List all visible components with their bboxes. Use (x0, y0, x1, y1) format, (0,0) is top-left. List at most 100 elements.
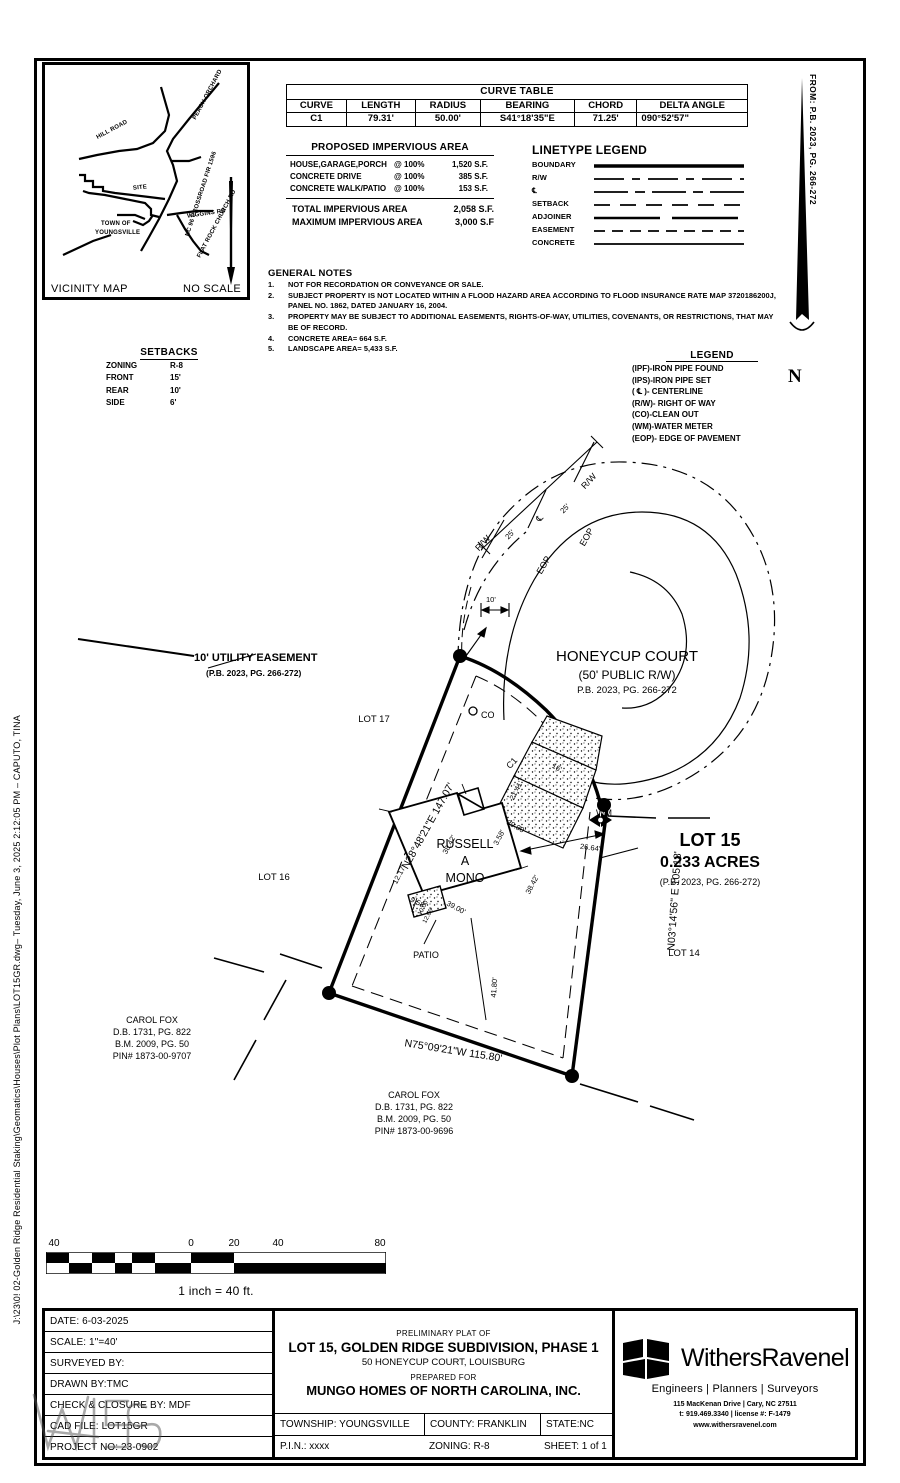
adjoiner-pin: PIN# 1873-00-9707 (112, 1051, 192, 1061)
general-note-number: 1. (268, 280, 275, 289)
boundary-corner-point (565, 1069, 579, 1083)
general-note-text: LANDSCAPE AREA= 5,433 S.F. (288, 344, 398, 354)
curve-table-cell: 79.31' (345, 112, 416, 128)
general-note-item: 1.NOT FOR RECORDATION OR CONVEYANCE OR S… (268, 280, 784, 291)
north-arrow: FROM: P.B. 2023, PG. 266-272 N (782, 70, 852, 387)
vicinity-map-caption: VICINITY MAP (51, 283, 128, 295)
adjoiner-name: CAROL FOX (126, 1015, 178, 1025)
street-name-label: HONEYCUP COURT (556, 648, 698, 665)
impervious-value: 385 S.F. (458, 172, 488, 181)
township-field: TOWNSHIP: YOUNGSVILLE (275, 1414, 425, 1435)
firm-name: WithersRavenel (680, 1344, 850, 1373)
linetype-legend-title: LINETYPE LEGEND (532, 143, 648, 157)
pin-field: P.I.N.: xxxx (280, 1441, 330, 1452)
adjacent-lot-label: LOT 14 (668, 948, 700, 959)
scale-bar-note: 1 inch = 40 ft. (178, 1284, 254, 1298)
north-arrow-graphic (789, 78, 815, 331)
impervious-name: CONCRETE DRIVE (290, 172, 362, 181)
adjoiner-map: B.M. 2009, PG. 50 (376, 1114, 452, 1124)
setbacks-title: SETBACKS (140, 347, 198, 360)
scale-bar-graphic (45, 1251, 387, 1275)
symbol-legend-item: (IPS)-IRON PIPE SET (632, 375, 712, 385)
curve-table-header: LENGTH (345, 98, 416, 114)
adjoiner-map: B.M. 2009, PG. 50 (114, 1039, 190, 1049)
general-note-item: 2. SUBJECT PROPERTY IS NOT LOCATED WITHIN… (268, 291, 784, 312)
linetype-legend-row: SETBACK (532, 197, 748, 210)
adjoiner-name: CAROL FOX (388, 1090, 440, 1100)
prepared-for-label: PREPARED FOR (410, 1373, 477, 1382)
impervious-row: HOUSE,GARAGE,PORCH@ 100%1,520 S.F. (290, 159, 494, 171)
lot-acreage-label: 0.233 ACRES (660, 854, 760, 871)
firm-phone: t: 919.469.3340 | license #: F-1479 (679, 1411, 791, 1419)
linetype-sample (594, 185, 748, 197)
symbol-legend-item: (EOP)- EDGE OF PAVEMENT (632, 433, 741, 443)
prelim-label: PRELIMINARY PLAT OF (396, 1329, 491, 1338)
adjacent-lot-label: LOT 16 (258, 872, 290, 883)
setback-value: 6' (170, 398, 177, 408)
general-note-item: 5.LANDSCAPE AREA= 5,433 S.F. (268, 344, 784, 355)
title-block-field: CHECK & CLOSURE BY: MDF (45, 1395, 272, 1416)
state-field: STATE:NC (546, 1419, 594, 1430)
street-row-label: (50' PUBLIC R/W) (578, 668, 676, 682)
firm-website: www.withersravenel.com (693, 1421, 777, 1429)
house-model-line1: RUSSELL (436, 837, 494, 851)
boundary-corner-point (322, 986, 336, 1000)
general-note-number: 3. (268, 312, 275, 322)
linetype-name: SETBACK (532, 199, 569, 208)
general-note-item: 3. PROPERTY MAY BE SUBJECT TO ADDITIONAL … (268, 312, 784, 333)
title-block-jurisdiction-row: TOWNSHIP: YOUNGSVILLE COUNTY: FRANKLIN S… (275, 1413, 612, 1435)
vicinity-road-label: TOWN OF (101, 221, 131, 227)
impervious-pct: @ 100% (394, 172, 425, 181)
linetype-legend-row: ADJOINER (532, 210, 748, 223)
linetype-sample (594, 237, 748, 249)
vicinity-roads (62, 82, 235, 285)
general-notes: GENERAL NOTES 1.NOT FOR RECORDATION OR C… (268, 268, 784, 355)
impervious-row: CONCRETE DRIVE @ 100% 385 S.F. (290, 171, 494, 183)
setback-key: SIDE (106, 398, 125, 408)
setback-key: FRONT (106, 373, 134, 383)
county-field: COUNTY: FRANKLIN (425, 1414, 541, 1435)
dimension-label: 41.80' (488, 977, 500, 998)
vicinity-map-footer: VICINITY MAP NO SCALE (45, 283, 247, 295)
linetype-sample (594, 159, 748, 171)
linetype-legend-row: ℄ (532, 184, 748, 197)
impervious-total-name: MAXIMUM IMPERVIOUS AREA (292, 217, 423, 228)
symbol-legend: LEGEND (IPF)-IRON PIPE FOUND(IPS)-IRON P… (632, 350, 792, 444)
linetype-legend-row: R/W (532, 171, 748, 184)
impervious-title: PROPOSED IMPERVIOUS AREA (286, 142, 494, 156)
water-meter-symbol (589, 813, 612, 827)
curve-table-header: DELTA ANGLE (636, 98, 748, 114)
linetype-name: EASEMENT (532, 225, 575, 234)
scale-bar-tick-label: 20 (228, 1238, 240, 1249)
general-note-number: 2. (268, 290, 275, 300)
impervious-value: 1,520 S.F. (451, 160, 488, 169)
dwg-path-stamp: J:\23\0! 02-Golden Ridge Residential Sta… (12, 715, 22, 1325)
curve-table-cell: C1 (286, 112, 347, 128)
vicinity-map-scale-note: NO SCALE (182, 283, 241, 295)
general-note-text: SUBJECT PROPERTY IS NOT LOCATED WITHIN A… (288, 290, 776, 311)
legend-underline (666, 361, 758, 362)
general-notes-title: GENERAL NOTES (268, 268, 353, 279)
title-block-field: CAD FILE: LOT15GR (45, 1416, 272, 1437)
linetype-name: CONCRETE (532, 238, 575, 247)
adjoiner-pin: PIN# 1873-00-9696 (374, 1126, 454, 1136)
adjoiner-deed: D.B. 1731, PG. 822 (374, 1102, 454, 1112)
title-block-pin-row: P.I.N.: xxxx ZONING: R-8 SHEET: 1 of 1 (275, 1435, 612, 1457)
street-plat-ref: P.B. 2023, PG. 266-272 (577, 685, 677, 696)
curve-table-header: CURVE (286, 98, 347, 114)
impervious-rows: HOUSE,GARAGE,PORCH@ 100%1,520 S.F.CONCRE… (286, 156, 494, 199)
curve-table-title-row: CURVE TABLE (286, 84, 748, 100)
general-note-text: PROPERTY MAY BE SUBJECT TO ADDITIONAL EA… (288, 312, 774, 332)
impervious-row: CONCRETE WALK/PATIO@ 100%153 S.F. (290, 183, 494, 195)
symbol-legend-item: (IPF)-IRON PIPE FOUND (632, 364, 724, 373)
